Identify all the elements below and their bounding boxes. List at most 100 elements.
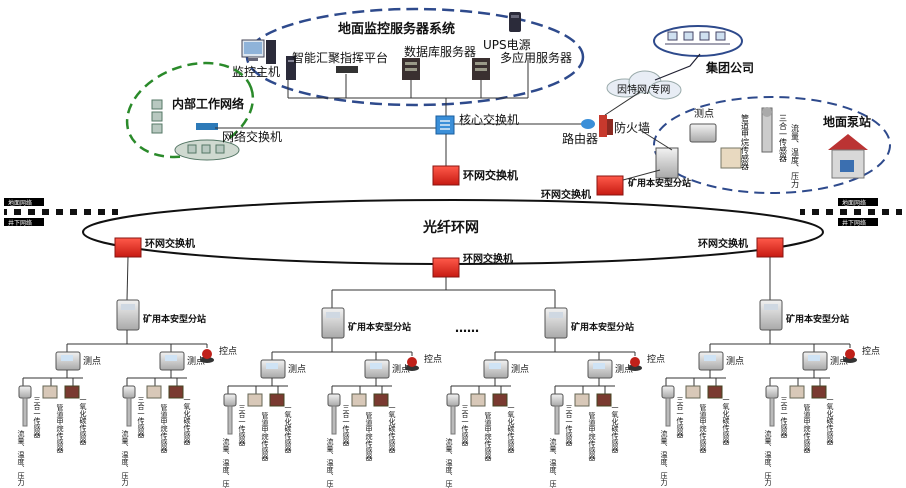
- pc-icon: [241, 39, 276, 64]
- sensor-group: 三合一传感器流量、温度、压力管道甲烷传感器一氧化碳传感器: [121, 385, 191, 487]
- methane-sensor-label: 管道甲烷传感器: [365, 411, 373, 462]
- pump-station-devices: 测点 管道甲烷传感器 三合一传感器 流量、温度、压力: [655, 107, 800, 189]
- mine-substation-label: 矿用本安型分站: [143, 313, 206, 325]
- sensor-3in1-sub: 流量、温度、压力: [445, 437, 453, 488]
- methane-sensor-label: 管道甲烷传感器: [160, 403, 168, 454]
- core-switch-label: 核心交换机: [459, 112, 519, 127]
- sensor-3in1-sub: 流量、温度、压力: [660, 429, 668, 487]
- measure-point-device: 测点: [802, 351, 848, 371]
- group-company-network: [665, 31, 730, 45]
- pump-station-icon: [828, 134, 868, 179]
- multi-app-server-label: 多应用服务器: [500, 50, 572, 65]
- sensor-3in1-label: 三合一传感器: [565, 404, 573, 447]
- substation-icon: [544, 307, 568, 339]
- mine-substation-label: 矿用本安型分站: [571, 321, 634, 333]
- ring-switch-left: [114, 237, 142, 258]
- co-sensor-label: 一氧化碳传感器: [284, 404, 292, 454]
- control-knob-icon: 控点: [843, 345, 880, 363]
- measure-point-device: 测点: [55, 351, 101, 371]
- methane-sensor-label: 管道甲烷传感器: [588, 411, 596, 462]
- ellipsis: ……: [455, 321, 479, 335]
- co-sensor-label: 一氧化碳传感器: [183, 396, 191, 446]
- svg-text:地面网络: 地面网络: [8, 199, 32, 207]
- measure-point-label: 测点: [187, 356, 205, 367]
- sensor-3in1-sub: 流量、温度、压力: [222, 437, 230, 488]
- svg-text:管道甲烷传感器: 管道甲烷传感器: [741, 113, 750, 171]
- smart-platform-label: 智能汇聚指挥平台: [292, 50, 388, 65]
- internal-network-label: 内部工作网络: [172, 96, 244, 111]
- server-icon: [472, 58, 490, 80]
- measure-point-device: 测点: [159, 351, 205, 371]
- ground-pump-station-label: 地面泵站: [823, 114, 871, 129]
- svg-text:环网交换机: 环网交换机: [541, 188, 591, 201]
- group-company-boundary: [653, 25, 743, 57]
- measure-point-device: 测点: [483, 359, 529, 379]
- co-sensor-label: 一氧化碳传感器: [611, 404, 619, 454]
- sensor-3in1-sub: 流量、温度、压力: [326, 437, 334, 488]
- router-label: 路由器: [562, 131, 598, 146]
- ring-switch-center: [432, 257, 460, 278]
- measure-point-label: 测点: [392, 364, 410, 375]
- sensor-3in1-label: 三合一传感器: [780, 396, 788, 439]
- control-point-label: 控点: [424, 353, 442, 365]
- methane-sensor-label: 管道甲烷传感器: [261, 411, 269, 462]
- sensor-3in1-label: 三合一传感器: [238, 404, 246, 447]
- methane-sensor-label: 管道甲烷传感器: [484, 411, 492, 462]
- sensor-3in1-sub: 流量、温度、压力: [764, 429, 772, 487]
- ring-switch-top: [432, 165, 460, 186]
- sensor-3in1-label: 三合一传感器: [342, 404, 350, 447]
- ring-switch-label: 环网交换机: [463, 168, 518, 182]
- ring-switch-pump: [596, 175, 624, 196]
- firewall-icon: [599, 115, 613, 137]
- sensor-3in1-label: 三合一传感器: [33, 396, 41, 439]
- mine-substation-label: 矿用本安型分站: [786, 313, 849, 325]
- measure-point-device: 测点: [587, 359, 633, 379]
- measure-point-label: 测点: [511, 364, 529, 375]
- sensor-3in1-label: 三合一传感器: [461, 404, 469, 447]
- router-icon: [581, 119, 595, 129]
- server-icon: [402, 58, 420, 80]
- measure-point-label: 测点: [726, 356, 744, 367]
- svg-text:测点: 测点: [694, 107, 714, 120]
- ground-server-system-title: 地面监控服务器系统: [338, 21, 455, 37]
- ups-label: UPS电源: [483, 38, 531, 52]
- methane-sensor-label: 管道甲烷传感器: [56, 403, 64, 454]
- svg-text:流量、温度、压力: 流量、温度、压力: [791, 123, 800, 189]
- measure-point-label: 测点: [83, 356, 101, 367]
- switch-icon: [196, 123, 218, 130]
- co-sensor-label: 一氧化碳传感器: [507, 404, 515, 454]
- co-sensor-label: 一氧化碳传感器: [826, 396, 834, 446]
- svg-text:地面网络: 地面网络: [842, 199, 866, 207]
- control-point-label: 控点: [219, 345, 237, 357]
- measure-point-label: 测点: [288, 364, 306, 375]
- svg-text:井下网络: 井下网络: [842, 219, 866, 227]
- substation-icon: [116, 299, 140, 331]
- co-sensor-label: 一氧化碳传感器: [388, 404, 396, 454]
- internal-pcs: [151, 99, 240, 161]
- co-sensor-label: 一氧化碳传感器: [79, 396, 87, 446]
- methane-sensor-label: 管道甲烷传感器: [803, 403, 811, 454]
- sensor-3in1-sub: 流量、温度、压力: [121, 429, 129, 487]
- co-sensor-label: 一氧化碳传感器: [722, 396, 730, 446]
- svg-text:环网交换机: 环网交换机: [463, 252, 513, 265]
- svg-text:三合一传感器: 三合一传感器: [779, 114, 788, 163]
- control-knob-icon: 控点: [405, 353, 442, 371]
- firewall-label: 防火墙: [614, 120, 650, 135]
- control-knob-icon: 控点: [200, 345, 237, 363]
- sensor-3in1-sub: 流量、温度、压力: [549, 437, 557, 488]
- control-point-label: 控点: [647, 353, 665, 365]
- measure-point-device: 测点: [364, 359, 410, 379]
- internet-label: 因特网/专网: [617, 83, 670, 96]
- db-server-label: 数据库服务器: [404, 44, 476, 59]
- sensor-group: 三合一传感器流量、温度、压力管道甲烷传感器一氧化碳传感器: [660, 385, 730, 487]
- measure-point-device: 测点: [260, 359, 306, 379]
- cloud-icon: [606, 70, 682, 100]
- methane-sensor-label: 管道甲烷传感器: [699, 403, 707, 454]
- monitor-host-label: 监控主机: [232, 65, 280, 79]
- pump-station-boundary: [653, 96, 891, 194]
